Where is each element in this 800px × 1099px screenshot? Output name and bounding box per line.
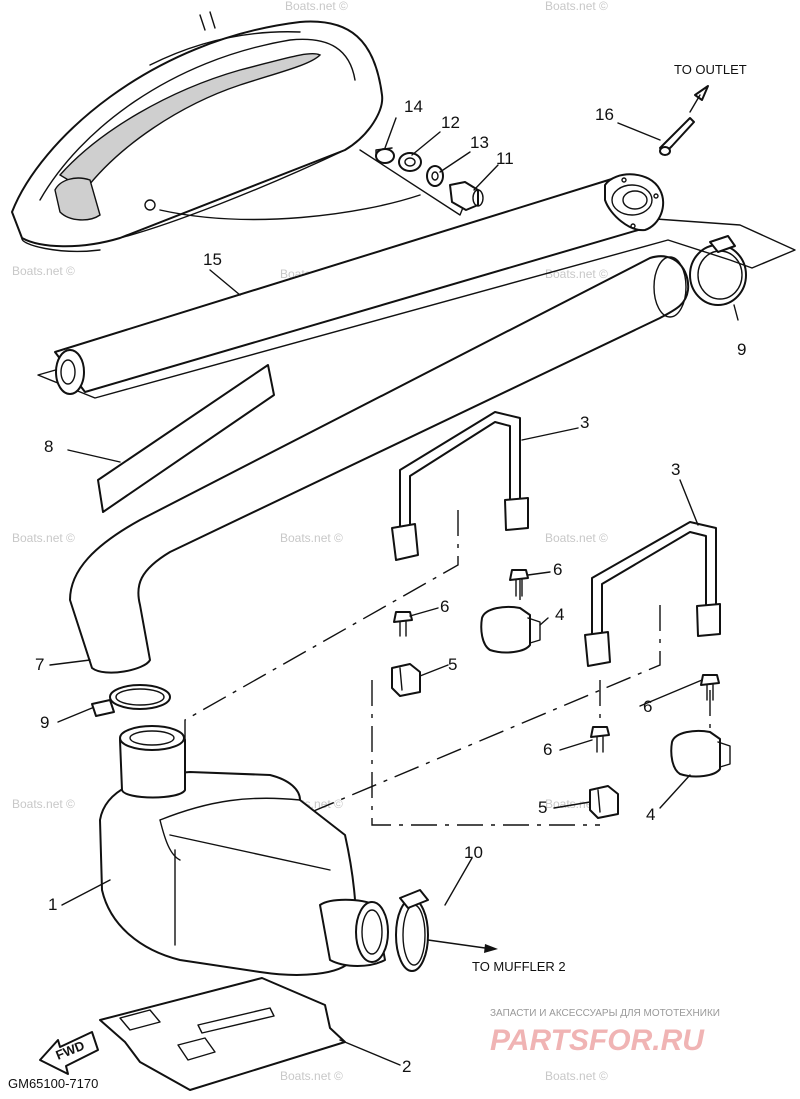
rubber-strip xyxy=(97,364,275,513)
watermark: Boats.net © xyxy=(280,531,343,545)
callout-6-c: 6 xyxy=(643,697,652,716)
callout-13: 13 xyxy=(470,133,489,152)
outlet-bolt xyxy=(659,85,709,156)
callout-3-right: 3 xyxy=(671,460,680,479)
muffler xyxy=(99,725,389,976)
exhaust-hose xyxy=(69,255,690,674)
watermark: Boats.net © xyxy=(12,531,75,545)
watermark: Boats.net © xyxy=(545,0,608,13)
hose-clamp-lower xyxy=(91,684,171,717)
callout-5-lower: 5 xyxy=(538,798,547,817)
callout-6-d: 6 xyxy=(543,740,552,759)
watermark: Boats.net © xyxy=(12,264,75,278)
exhaust-pipe xyxy=(37,173,796,399)
brand-tagline: ЗАПАСТИ И АКСЕССУАРЫ ДЛЯ МОТОТЕХНИКИ xyxy=(490,1008,720,1019)
callout-9-lower: 9 xyxy=(40,713,49,732)
watermark: Boats.net © xyxy=(545,267,608,281)
callout-6-b: 6 xyxy=(440,597,449,616)
rubber-mount-lower xyxy=(670,729,731,778)
callout-4-upper: 4 xyxy=(555,605,564,624)
hose-clamp-top xyxy=(689,235,747,306)
diagram-code: GM65100-7170 xyxy=(8,1076,98,1091)
callout-2: 2 xyxy=(402,1057,411,1076)
leader-lines xyxy=(49,117,739,1066)
watermark: Boats.net © xyxy=(545,1069,608,1083)
callout-6-a: 6 xyxy=(553,560,562,579)
callout-3-left: 3 xyxy=(580,413,589,432)
callout-14: 14 xyxy=(404,97,423,116)
outlet-fitting-group xyxy=(359,147,484,216)
callout-8: 8 xyxy=(44,437,53,456)
to-outlet-note: TO OUTLET xyxy=(674,62,747,77)
hose-clamp-muffler xyxy=(395,889,429,972)
watermark: Boats.net © xyxy=(12,797,75,811)
watermark: Boats.net © xyxy=(285,0,348,13)
callout-16: 16 xyxy=(595,105,614,124)
to-muffler2-note: TO MUFFLER 2 xyxy=(472,959,566,974)
clips-5 xyxy=(391,663,619,819)
bolts-6 xyxy=(393,569,720,753)
callout-5-upper: 5 xyxy=(448,655,457,674)
callout-numbers: 14 12 13 11 16 15 9 8 3 3 6 6 4 5 6 6 5 … xyxy=(35,97,746,1076)
callout-7: 7 xyxy=(35,655,44,674)
rubber-mount-upper xyxy=(480,605,541,654)
assembly-guide-lines xyxy=(184,510,711,841)
callout-4-lower: 4 xyxy=(646,805,655,824)
forward-direction-arrow: FWD xyxy=(39,1031,99,1075)
callout-15: 15 xyxy=(203,250,222,269)
strap-bracket-left xyxy=(391,411,529,561)
brand-logo: PARTSFOR.RU xyxy=(490,1024,705,1057)
callout-9-top: 9 xyxy=(737,340,746,359)
watercraft-hull-inset xyxy=(11,11,421,253)
callout-1: 1 xyxy=(48,895,57,914)
callout-10: 10 xyxy=(464,843,483,862)
watermark: Boats.net © xyxy=(280,1069,343,1083)
strap-bracket-right xyxy=(584,521,721,667)
watermark: Boats.net © xyxy=(545,531,608,545)
callout-12: 12 xyxy=(441,113,460,132)
to-muffler2-arrow xyxy=(427,939,498,953)
callout-11: 11 xyxy=(496,149,514,168)
